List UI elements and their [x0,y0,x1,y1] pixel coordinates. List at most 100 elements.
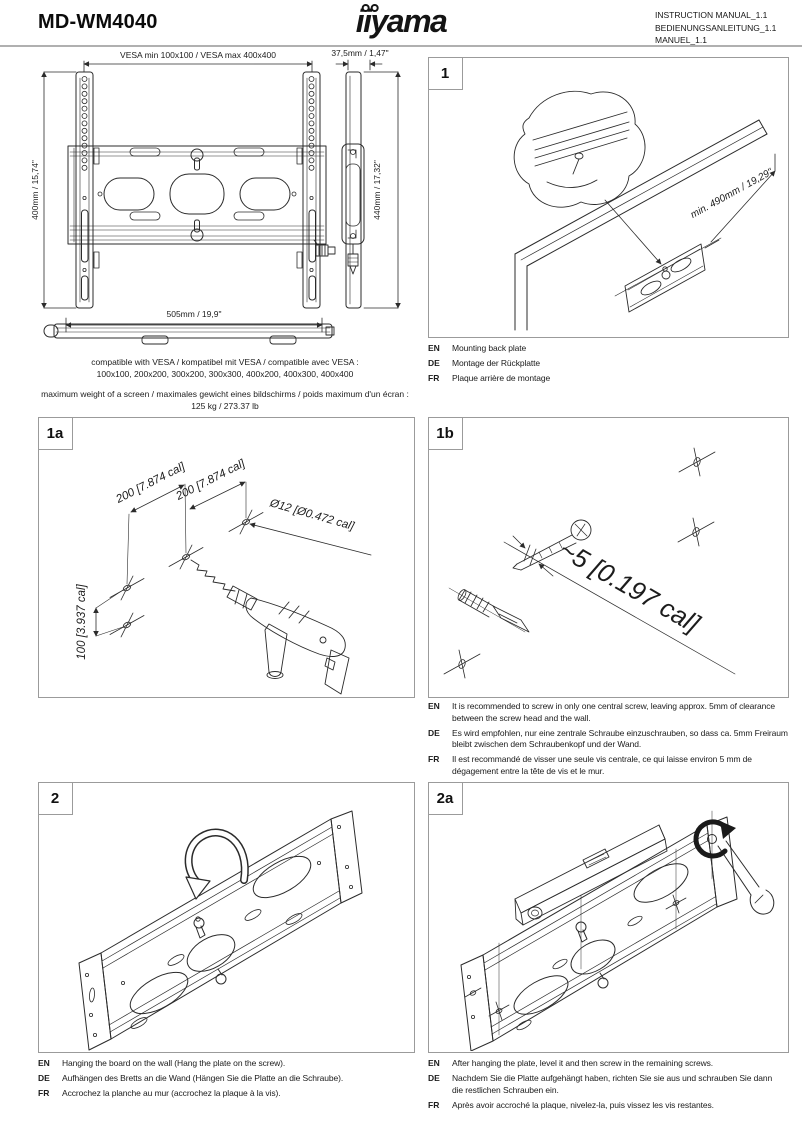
detail-leader-line [604,199,662,265]
caption-lang: DE [428,358,440,368]
caption-lang: FR [428,1099,440,1110]
caption-text: Montage der Rückplatte [452,358,541,368]
dim-200-right-label: 200 [7.874 cal] [173,457,247,503]
step-2-captions: EN Hanging the board on the wall (Hang th… [38,1058,420,1103]
step-1-panel: 1 [427,56,789,338]
front-height-dimension-label: 400mm / 15,74" [30,160,40,220]
vesa-compatibility-line1: compatible with VESA / kompatibel mit VE… [91,357,359,367]
page-title: MD-WM4040 [38,11,158,33]
manual-ref-line: BEDIENUNGSANLEITUNG_1.1 [655,22,777,33]
caption-lang: EN [38,1058,50,1068]
caption-text: Il est recommandé de visser une seule vi… [452,754,752,776]
step-2-number: 2 [37,781,73,815]
wall-drawing [514,119,768,331]
dimension-drawing: VESA min 100x100 / VESA max 400x400 37,5… [30,48,401,345]
drill-hole-marks [109,509,264,638]
dimension-line-200-right [189,481,246,510]
detail-magnifier [513,90,646,208]
max-weight-note: maximum weight of a screen / maximales g… [10,388,440,412]
back-plate-iso [78,810,363,1051]
wall-dimension-line [704,153,776,249]
rail-tab [93,251,100,269]
step-1a-panel: 1a [37,416,415,698]
locking-bolt [313,239,336,257]
caption-text: Nachdem Sie die Platte aufgehängt haben,… [452,1073,773,1095]
step-1-number: 1 [427,56,463,90]
remaining-screws [464,894,687,1021]
front-view-left-rail [75,71,94,309]
rail-tab [296,251,303,269]
caption-text: Es wird empfohlen, nur eine zentrale Sch… [452,727,788,750]
caption-row: DE Nachdem Sie die Platte aufgehängt habe… [428,1073,796,1096]
step-2a-panel: 2a [427,781,789,1053]
dim-200-left-label: 200 [7.874 cal] [113,460,187,506]
dim-diameter-label: Ø12 [Ø0.472 cal] [267,497,356,533]
caption-text: Accrochez la planche au mur (accrochez l… [62,1088,281,1098]
step-2-panel: 2 [37,781,415,1053]
front-view-wall-plate [67,145,327,245]
wall-anchor [448,587,530,633]
step-1b-number: 1b [427,416,463,450]
step-1b-panel: 1b [427,416,789,698]
front-view-right-rail [302,71,321,309]
step-1b-captions: EN It is recommended to screw in only one… [428,701,796,781]
header-divider [0,45,802,47]
caption-lang: DE [38,1073,50,1083]
step-1-captions: EN Mounting back plate DE Montage der Rück… [428,343,790,388]
caption-row: EN After hanging the plate, level it and … [428,1058,796,1070]
step-2a-captions: EN After hanging the plate, level it and … [428,1058,796,1115]
central-screw [512,519,592,571]
caption-row: FR Plaque arrière de montage [428,373,790,385]
dim-100-label: 100 [3.937 cal] [76,583,88,659]
vesa-compatibility-line2: 100x100, 200x200, 300x200, 300x300, 400x… [96,369,354,379]
caption-row: DE Montage der Rückplatte [428,358,790,370]
back-plate-on-wall [614,237,722,313]
clearance-gap-marks [512,535,554,577]
step-1a-number: 1a [37,416,73,450]
spirit-level [514,824,668,926]
construction-lines [498,810,713,1036]
drill-illustration [190,559,350,695]
back-plate-iso [460,816,738,1051]
caption-lang: DE [428,1073,440,1083]
brand-logo: iiyama [356,3,448,40]
side-view [341,71,365,309]
caption-lang: EN [428,701,440,711]
clearance-leader-line [503,541,736,675]
caption-text: Hanging the board on the wall (Hang the … [62,1058,286,1068]
caption-text: After hanging the plate, level it and th… [452,1058,714,1068]
caption-lang: FR [428,373,440,383]
caption-text: It is recommended to screw in only one c… [452,701,776,723]
caption-row: EN Hanging the board on the wall (Hang th… [38,1058,420,1070]
max-weight-line1: maximum weight of a screen / maximales g… [41,389,409,399]
dimension-extension-lines [95,481,247,637]
step-1-illustration: min. 490mm / 19,29" [513,90,776,331]
clearance-dimension-label: ~5 [0.197 cal] [554,534,705,639]
step-2a-illustration [460,810,775,1051]
caption-text: Aufhängen des Bretts an die Wand (Hängen… [62,1073,344,1083]
step-2a-number: 2a [427,781,463,815]
caption-row: FR Il est recommandé de visser une seule … [428,754,796,777]
logo-ring-icon [370,4,379,12]
width-dimension-label: 505mm / 19,9" [167,309,222,319]
caption-lang: FR [38,1088,50,1098]
caption-text: Mounting back plate [452,343,527,353]
caption-row: FR Accrochez la planche au mur (accrochez… [38,1088,420,1100]
diameter-leader-line [249,522,372,556]
caption-row: DE Aufhängen des Bretts an die Wand (Häng… [38,1073,420,1085]
step-1a-illustration: 200 [7.874 cal] 200 [7.874 cal] Ø12 [Ø0.… [76,457,372,695]
caption-lang: FR [428,754,440,764]
caption-text: Plaque arrière de montage [452,373,551,383]
manual-ref-line: MANUEL_1.1 [655,35,707,45]
wall-dimension-label: min. 490mm / 19,29" [689,167,775,221]
wrench [707,834,775,915]
hang-arrow [184,828,249,900]
caption-lang: EN [428,343,440,353]
vesa-compatibility-note: compatible with VESA / kompatibel mit VE… [30,356,420,380]
caption-row: EN Mounting back plate [428,343,790,355]
step-2-illustration [78,810,363,1051]
caption-lang: EN [428,1058,440,1068]
